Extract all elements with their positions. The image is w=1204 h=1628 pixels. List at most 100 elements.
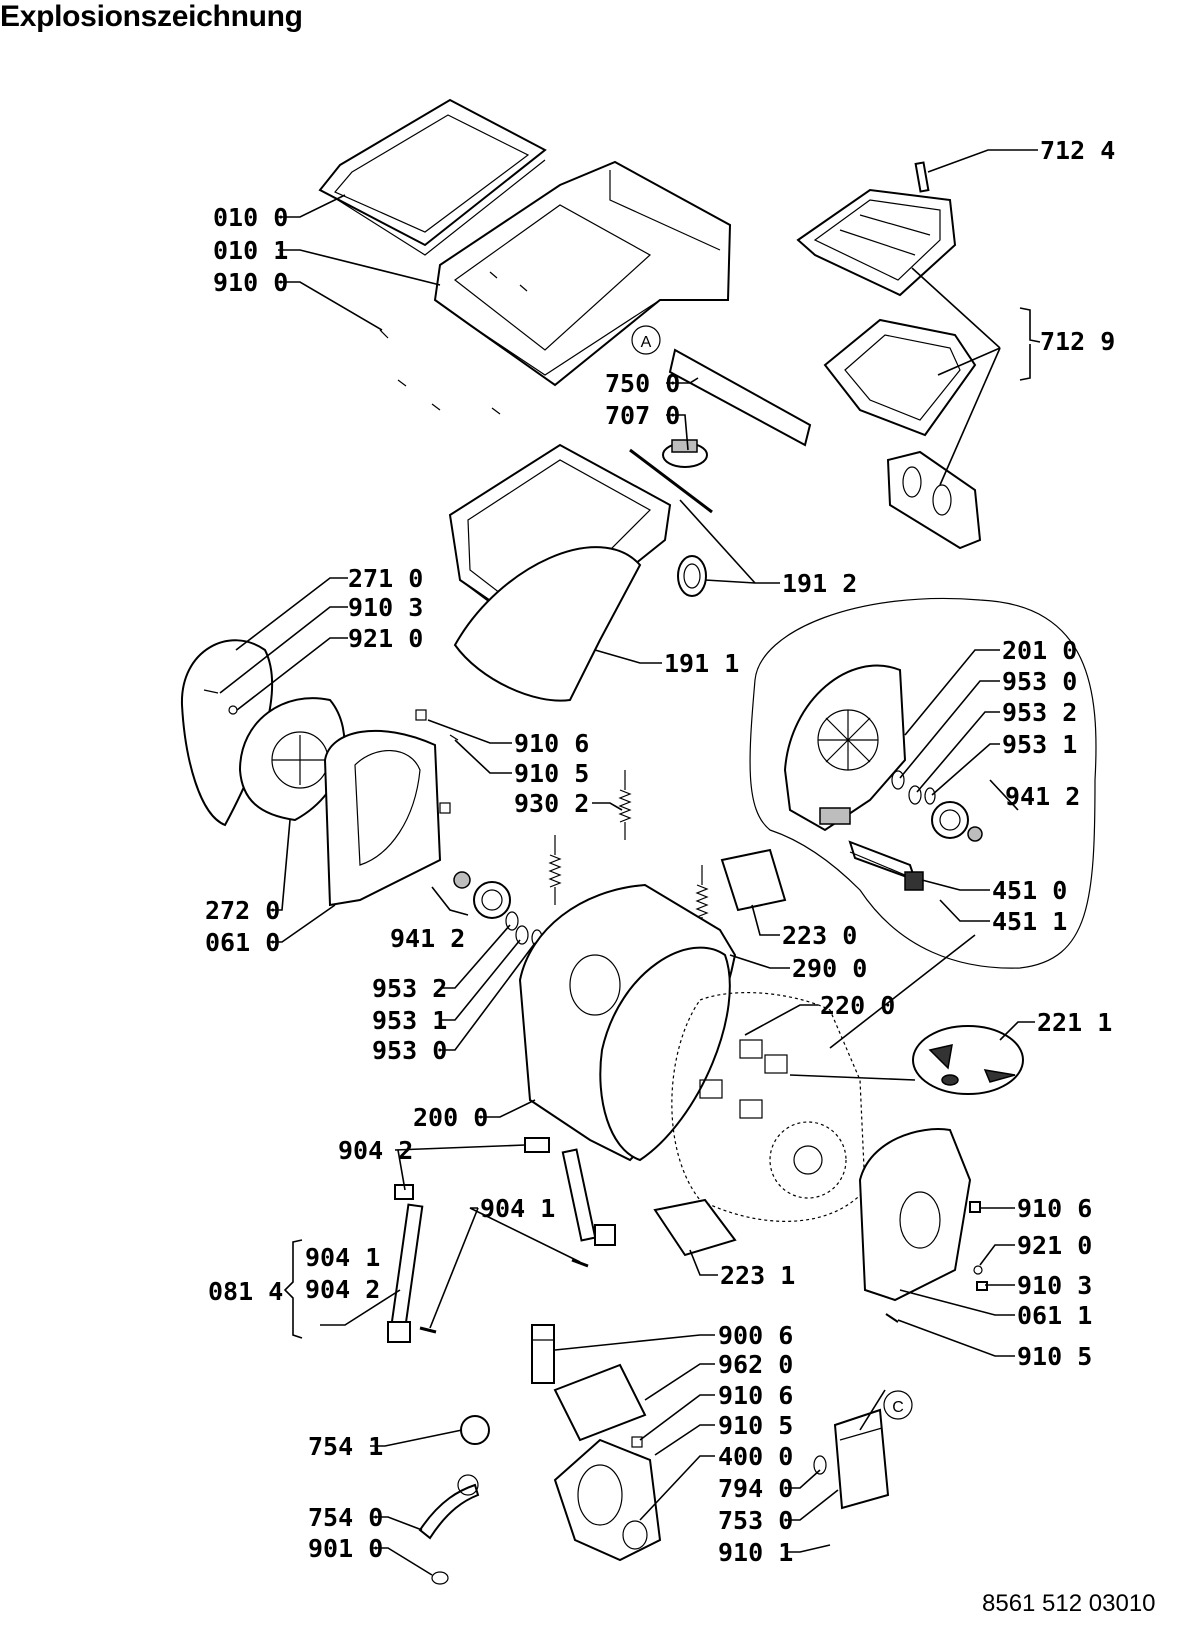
callout-a-marker: A <box>631 325 661 355</box>
label-910-3-left: 910 3 <box>348 593 423 622</box>
left-bracket-part <box>323 729 442 907</box>
dispenser-front-part <box>886 450 982 550</box>
clamp-part <box>431 1571 449 1585</box>
label-707-0: 707 0 <box>605 401 680 430</box>
label-921-0-left: 921 0 <box>348 624 423 653</box>
drum-rear-part <box>783 664 907 832</box>
label-904-2-group: 904 2 <box>305 1275 380 1304</box>
inner-drum-part <box>671 991 866 1222</box>
rail-part <box>668 348 812 447</box>
label-910-5-right: 910 5 <box>1017 1342 1092 1371</box>
label-953-0-left: 953 0 <box>372 1036 447 1065</box>
hose-part <box>418 1474 480 1540</box>
label-904-1-top: 904 1 <box>480 1194 555 1223</box>
shock-absorber-2-part <box>387 1203 424 1343</box>
dispenser-upper-part <box>796 188 957 297</box>
label-061-1: 061 1 <box>1017 1301 1092 1330</box>
detail-bubble <box>749 597 1097 969</box>
label-061-0: 061 0 <box>205 928 280 957</box>
label-221-1: 221 1 <box>1037 1008 1112 1037</box>
pressure-switch-part <box>833 1408 890 1510</box>
label-904-1-group: 904 1 <box>305 1243 380 1272</box>
label-953-1-right: 953 1 <box>1002 730 1077 759</box>
screw-712-part <box>914 161 930 193</box>
leader-lines <box>219 149 1041 1576</box>
label-712-9: 712 9 <box>1040 327 1115 356</box>
label-900-6: 900 6 <box>718 1321 793 1350</box>
outer-tub-part <box>518 883 737 1162</box>
document-number: 8561 512 03010 <box>982 1590 1156 1617</box>
sensor-part <box>662 439 708 468</box>
paddle-part <box>912 1025 1024 1095</box>
label-220-0: 220 0 <box>820 991 895 1020</box>
label-200-0: 200 0 <box>413 1103 488 1132</box>
shock-absorber-1-part <box>561 1148 616 1246</box>
label-910-1: 910 1 <box>718 1538 793 1567</box>
rod-part <box>629 448 713 514</box>
label-910-5-left: 910 5 <box>514 759 589 788</box>
page-title: Explosionszeichnung <box>0 0 303 33</box>
label-953-2-left: 953 2 <box>372 974 447 1003</box>
label-953-2-right: 953 2 <box>1002 698 1077 727</box>
label-081-4: 081 4 <box>208 1277 283 1306</box>
label-750-0: 750 0 <box>605 369 680 398</box>
label-010-1: 010 1 <box>213 236 288 265</box>
label-191-2: 191 2 <box>782 569 857 598</box>
label-910-6-right: 910 6 <box>1017 1194 1092 1223</box>
label-910-5-bottom: 910 5 <box>718 1411 793 1440</box>
dispenser-drawer-part <box>823 318 977 437</box>
callout-c-text: C <box>892 1399 904 1416</box>
label-400-0: 400 0 <box>718 1442 793 1471</box>
label-953-1-left: 953 1 <box>372 1006 447 1035</box>
part-number-labels: 010 0 010 1 910 0 712 4 712 9 750 0 707 … <box>205 136 1115 1567</box>
label-712-4: 712 4 <box>1040 136 1115 165</box>
screws-part <box>379 271 528 415</box>
label-223-0: 223 0 <box>782 921 857 950</box>
label-921-0-right: 921 0 <box>1017 1231 1092 1260</box>
label-754-1: 754 1 <box>308 1432 383 1461</box>
heater-part <box>848 840 924 891</box>
callout-c-marker: C <box>883 1390 913 1420</box>
gasket-loop-part <box>453 546 642 702</box>
bearing-part <box>677 555 707 597</box>
pulley-right-part <box>931 801 983 842</box>
ring-794-part <box>813 1455 827 1475</box>
label-753-0: 753 0 <box>718 1506 793 1535</box>
box-223-1-part <box>653 1198 737 1257</box>
box-223-part <box>720 848 787 912</box>
label-223-1: 223 1 <box>720 1261 795 1290</box>
seal-rings-right-part <box>891 770 936 805</box>
plate-part <box>553 1363 647 1442</box>
pulley-left-part <box>453 871 511 919</box>
label-010-0: 010 0 <box>213 203 288 232</box>
label-754-0: 754 0 <box>308 1503 383 1532</box>
label-201-0: 201 0 <box>1002 636 1077 665</box>
right-bracket-part <box>858 1128 972 1302</box>
ball-part <box>460 1415 490 1445</box>
small-plate-part <box>631 1436 643 1448</box>
label-941-2-right: 941 2 <box>1005 782 1080 811</box>
label-451-1: 451 1 <box>992 907 1067 936</box>
label-910-0: 910 0 <box>213 268 288 297</box>
top-frame-part <box>433 160 732 387</box>
label-904-2-top: 904 2 <box>338 1136 413 1165</box>
label-271-0: 271 0 <box>348 564 423 593</box>
label-930-2: 930 2 <box>514 789 589 818</box>
label-910-3-right: 910 3 <box>1017 1271 1092 1300</box>
pins-part <box>394 1137 589 1334</box>
label-901-0: 901 0 <box>308 1534 383 1563</box>
pump-part <box>553 1438 662 1562</box>
top-lid-tray-part <box>318 98 547 256</box>
label-962-0: 962 0 <box>718 1350 793 1379</box>
label-290-0: 290 0 <box>792 954 867 983</box>
label-910-6-bottom: 910 6 <box>718 1381 793 1410</box>
label-953-0-right: 953 0 <box>1002 667 1077 696</box>
small-parts-right-part <box>203 689 988 1323</box>
callout-a-text: A <box>641 334 652 351</box>
label-794-0: 794 0 <box>718 1474 793 1503</box>
label-451-0: 451 0 <box>992 876 1067 905</box>
label-910-6-left: 910 6 <box>514 729 589 758</box>
label-941-2-left: 941 2 <box>390 924 465 953</box>
label-191-1: 191 1 <box>664 649 739 678</box>
